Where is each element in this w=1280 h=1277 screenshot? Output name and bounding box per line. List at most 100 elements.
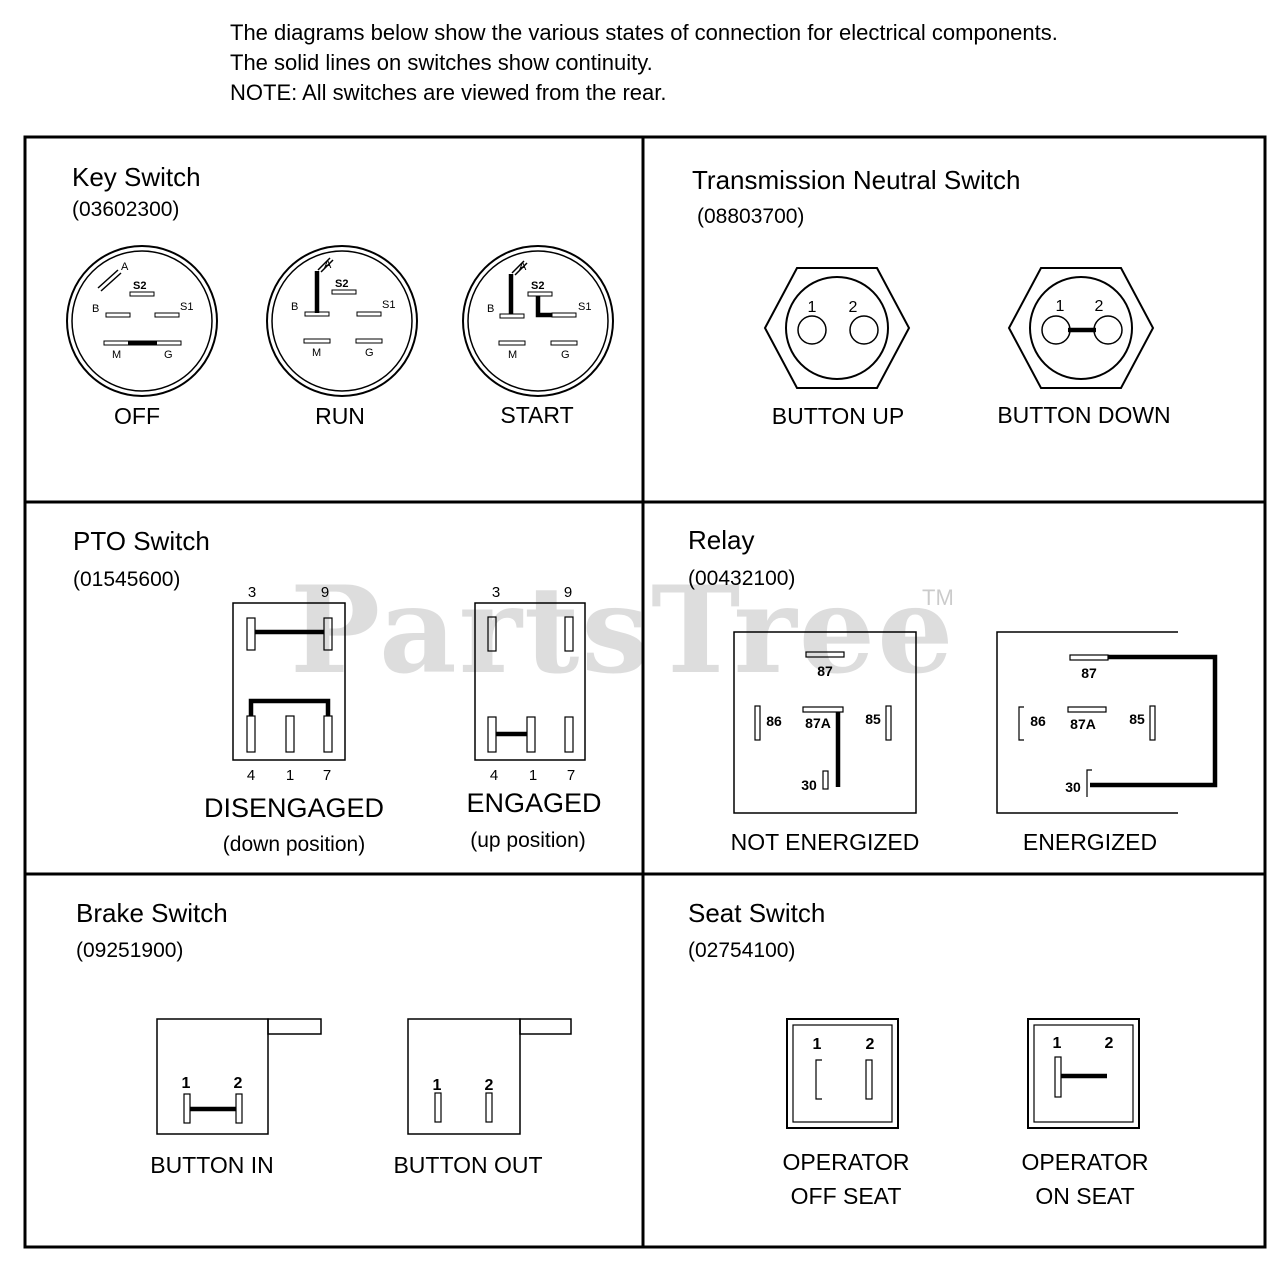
relay-state-not-energized: NOT ENERGIZED — [731, 829, 920, 855]
transmission-button-down-diagram: 1 2 — [1007, 267, 1155, 389]
intro-text: The diagrams below show the various stat… — [230, 18, 1058, 108]
pto-switch-panel: PTO Switch (01545600) 3 9 4 1 7 DISENGAG… — [73, 526, 602, 856]
relay-part-number: (00432100) — [688, 567, 795, 590]
seat-on-seat-diagram: 1 2 — [1027, 1018, 1140, 1129]
terminal-2-label: 2 — [866, 1036, 875, 1053]
terminal-a-label: A — [324, 259, 332, 271]
transmission-state-button-up: BUTTON UP — [772, 403, 904, 429]
intro-line-2: The solid lines on switches show continu… — [230, 50, 653, 75]
terminal-9-label: 9 — [564, 584, 572, 601]
transmission-button-up-diagram: 1 2 — [763, 267, 911, 389]
key-switch-part-number: (03602300) — [72, 198, 179, 221]
relay-panel: Relay (00432100) 87 86 87A 85 30 NOT ENE… — [688, 525, 1218, 855]
brake-switch-part-number: (09251900) — [76, 939, 183, 962]
seat-state-on-seat-line1: OPERATOR — [1022, 1149, 1149, 1175]
pto-disengaged-diagram: 3 9 4 1 7 — [232, 584, 346, 784]
terminal-1-label: 1 — [813, 1036, 822, 1053]
terminal-9-label: 9 — [321, 584, 329, 601]
seat-off-seat-diagram: 1 2 — [786, 1018, 899, 1129]
pto-state-engaged: ENGAGED — [466, 788, 601, 818]
pto-state-engaged-sub: (up position) — [470, 829, 586, 852]
terminal-s1-label: S1 — [382, 299, 395, 311]
terminal-85-label: 85 — [1129, 711, 1145, 727]
terminal-2-label: 2 — [234, 1075, 243, 1092]
transmission-switch-title: Transmission Neutral Switch — [692, 165, 1020, 195]
terminal-a-label: A — [121, 261, 129, 273]
pto-state-disengaged-sub: (down position) — [223, 833, 365, 856]
terminal-b-label: B — [487, 303, 494, 315]
relay-energized-diagram: 87 86 87A 85 30 — [996, 631, 1218, 814]
seat-switch-title: Seat Switch — [688, 898, 825, 928]
relay-not-energized-diagram: 87 86 87A 85 30 — [733, 631, 917, 814]
terminal-30-label: 30 — [1065, 779, 1081, 795]
terminal-1-label: 1 — [529, 767, 537, 784]
terminal-m-label: M — [112, 349, 121, 361]
seat-switch-part-number: (02754100) — [688, 939, 795, 962]
relay-state-energized: ENERGIZED — [1023, 829, 1157, 855]
seat-state-off-seat-line2: OFF SEAT — [791, 1183, 902, 1209]
grid-frame — [23, 135, 1267, 1249]
terminal-b-label: B — [92, 303, 99, 315]
key-switch-state-off: OFF — [114, 403, 160, 429]
terminal-1-label: 1 — [433, 1077, 442, 1094]
seat-state-off-seat-line1: OPERATOR — [783, 1149, 910, 1175]
terminal-g-label: G — [561, 349, 570, 361]
terminal-30-label: 30 — [801, 777, 817, 793]
intro-line-3: NOTE: All switches are viewed from the r… — [230, 80, 667, 105]
terminal-1-label: 1 — [286, 767, 294, 784]
key-switch-panel: Key Switch (03602300) A S2 B S1 M G OFF — [66, 162, 614, 429]
terminal-87-label: 87 — [1081, 665, 1097, 681]
trademark-symbol: TM — [922, 585, 954, 610]
terminal-2-label: 2 — [1095, 298, 1104, 315]
terminal-7-label: 7 — [567, 767, 575, 784]
terminal-87-label: 87 — [817, 663, 833, 679]
terminal-m-label: M — [508, 349, 517, 361]
terminal-2-label: 2 — [485, 1077, 494, 1094]
key-switch-state-start: START — [500, 402, 573, 428]
terminal-1-label: 1 — [182, 1075, 191, 1092]
terminal-3-label: 3 — [248, 584, 256, 601]
terminal-s1-label: S1 — [578, 301, 591, 313]
pto-state-disengaged: DISENGAGED — [204, 793, 384, 823]
terminal-85-label: 85 — [865, 711, 881, 727]
terminal-b-label: B — [291, 301, 298, 313]
terminal-1-label: 1 — [808, 299, 817, 316]
terminal-g-label: G — [365, 347, 374, 359]
pto-engaged-diagram: 3 9 4 1 7 — [474, 584, 586, 784]
terminal-3-label: 3 — [492, 584, 500, 601]
brake-switch-panel: Brake Switch (09251900) 1 2 BUTTON IN 1 … — [76, 898, 572, 1178]
transmission-switch-panel: Transmission Neutral Switch (08803700) 1… — [692, 165, 1171, 429]
partstree-watermark-logo: PartsTree — [290, 560, 956, 701]
terminal-s2-label: S2 — [335, 278, 348, 290]
transmission-state-button-down: BUTTON DOWN — [997, 402, 1170, 428]
brake-switch-title: Brake Switch — [76, 898, 228, 928]
terminal-2-label: 2 — [1105, 1035, 1114, 1052]
terminal-1-label: 1 — [1053, 1035, 1062, 1052]
terminal-g-label: G — [164, 349, 173, 361]
terminal-86-label: 86 — [1030, 713, 1046, 729]
brake-button-out-diagram: 1 2 — [407, 1018, 572, 1135]
terminal-87a-label: 87A — [1070, 716, 1096, 732]
terminal-s2-label: S2 — [133, 280, 146, 292]
seat-switch-panel: Seat Switch (02754100) 1 2 OPERATOR OFF … — [688, 898, 1148, 1209]
brake-button-in-diagram: 1 2 — [156, 1018, 322, 1135]
brake-state-button-out: BUTTON OUT — [393, 1152, 542, 1178]
relay-title: Relay — [688, 525, 754, 555]
terminal-s2-label: S2 — [531, 280, 544, 292]
terminal-m-label: M — [312, 347, 321, 359]
terminal-86-label: 86 — [766, 713, 782, 729]
key-switch-off-diagram: A S2 B S1 M G — [66, 245, 218, 397]
terminal-87a-label: 87A — [805, 715, 831, 731]
key-switch-start-diagram: A S2 B S1 M G — [462, 245, 614, 397]
brake-state-button-in: BUTTON IN — [150, 1152, 274, 1178]
terminal-1-label: 1 — [1056, 298, 1065, 315]
seat-state-on-seat-line2: ON SEAT — [1035, 1183, 1134, 1209]
intro-line-1: The diagrams below show the various stat… — [230, 20, 1058, 45]
terminal-7-label: 7 — [323, 767, 331, 784]
key-switch-run-diagram: A S2 B S1 M G — [266, 245, 418, 397]
terminal-a-label: A — [519, 261, 527, 273]
terminal-2-label: 2 — [849, 299, 858, 316]
terminal-4-label: 4 — [247, 767, 255, 784]
pto-switch-part-number: (01545600) — [73, 568, 180, 591]
